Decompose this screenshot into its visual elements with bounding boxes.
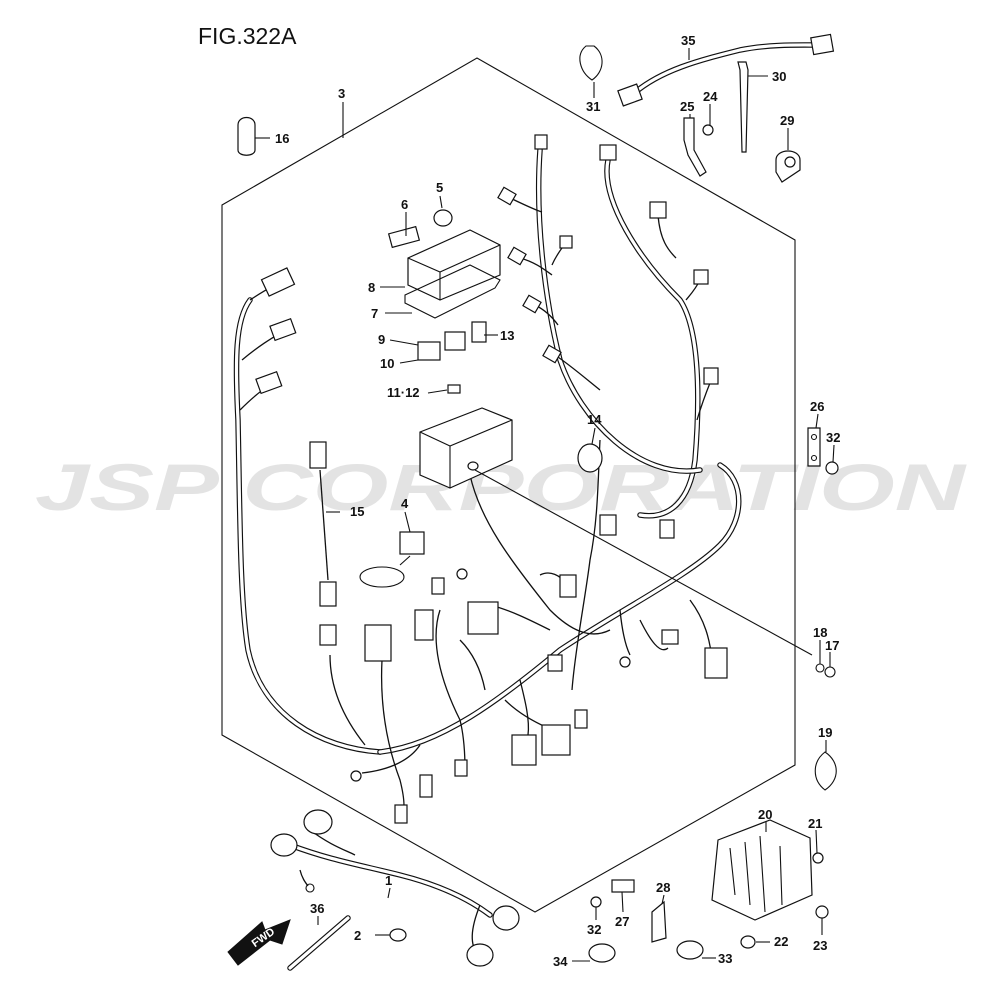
callout-30: 30 <box>772 69 786 84</box>
callout-16: 16 <box>275 131 289 146</box>
callout-9: 9 <box>378 332 385 347</box>
callout-7: 7 <box>371 306 378 321</box>
external-parts <box>237 33 839 971</box>
callout-20: 20 <box>758 807 772 822</box>
callout-24: 24 <box>703 89 718 104</box>
harness-outline <box>221 57 796 913</box>
callout-17: 17 <box>825 638 839 653</box>
fwd-arrow: FWD <box>227 919 291 966</box>
figure-title: FIG.322A <box>198 23 297 49</box>
callout-35: 35 <box>681 33 695 48</box>
callout-29: 29 <box>780 113 794 128</box>
callout-23: 23 <box>813 938 827 953</box>
callout-28: 28 <box>656 880 670 895</box>
callout-36: 36 <box>310 901 324 916</box>
callout-3: 3 <box>338 86 345 101</box>
callout-6: 6 <box>401 197 408 212</box>
callout-22: 22 <box>774 934 788 949</box>
callout-4: 4 <box>401 496 409 511</box>
callout-34: 34 <box>553 954 568 969</box>
callout-25: 25 <box>680 99 694 114</box>
callout-27: 27 <box>615 914 629 929</box>
callout-18: 18 <box>813 625 827 640</box>
callout-8: 8 <box>368 280 375 295</box>
callout-labels: 1 2 3 4 5 6 7 8 9 10 11·12 13 14 15 16 1… <box>275 33 840 969</box>
callout-5: 5 <box>436 180 443 195</box>
callout-11-12: 11·12 <box>387 385 420 400</box>
leader-lines <box>255 48 835 962</box>
callout-1: 1 <box>385 873 392 888</box>
fuse-box-group <box>359 209 603 588</box>
callout-21: 21 <box>808 816 822 831</box>
callout-32-right: 32 <box>826 430 840 445</box>
callout-33: 33 <box>718 951 732 966</box>
callout-13: 13 <box>500 328 514 343</box>
callout-32-bottom: 32 <box>587 922 601 937</box>
callout-10: 10 <box>380 356 394 371</box>
harness-connectors <box>255 134 728 824</box>
leader-17-18 <box>474 469 813 656</box>
callout-26: 26 <box>810 399 824 414</box>
callout-2: 2 <box>354 928 361 943</box>
callout-15: 15 <box>350 504 364 519</box>
callout-14: 14 <box>587 412 602 427</box>
callout-31: 31 <box>586 99 600 114</box>
callout-19: 19 <box>818 725 832 740</box>
